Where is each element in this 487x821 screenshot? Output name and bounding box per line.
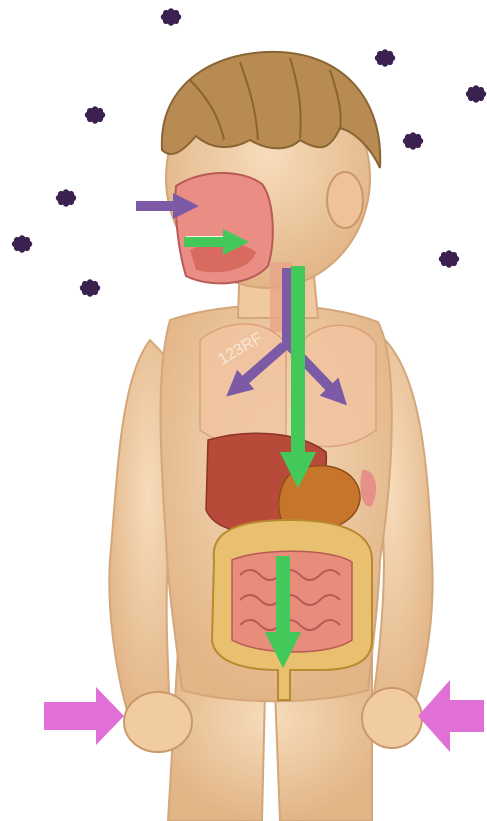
- germ-particle-icon: [403, 132, 423, 149]
- germ-particle-icon: [375, 49, 395, 66]
- germ-particle-icon: [80, 279, 100, 296]
- germ-particle-icon: [56, 189, 76, 206]
- right-hand-arrow: [418, 680, 484, 752]
- right-hand: [362, 688, 422, 748]
- germ-particle-icon: [161, 8, 181, 25]
- left-hand-arrow: [44, 687, 124, 745]
- germ-particle-icon: [466, 85, 486, 102]
- germ-particle-icon: [85, 106, 105, 123]
- ear: [327, 172, 363, 228]
- germ-particle-icon: [439, 250, 459, 267]
- left-hand: [124, 692, 192, 752]
- small-intestine: [232, 551, 352, 652]
- germ-particle-icon: [12, 235, 32, 252]
